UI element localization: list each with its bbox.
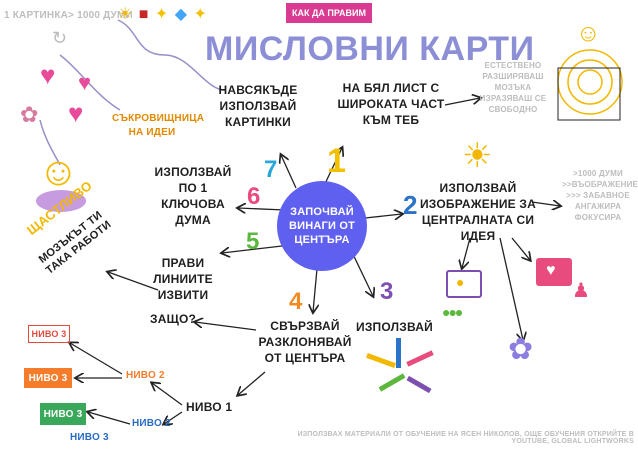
branch-text-1: На бял лист с широката част към теб	[337, 81, 445, 127]
arrow-presenter	[511, 237, 530, 260]
arrow-level2b	[164, 411, 183, 424]
curve-left-2	[39, 119, 61, 166]
level-3-box-orange: ниво 3	[24, 368, 72, 388]
lightbulb-icon: ● ●●●	[440, 270, 484, 324]
diamond-icon: ◆	[174, 6, 189, 23]
arrow-7	[281, 155, 297, 189]
level-3-box-green: ниво 3	[40, 403, 86, 425]
branch-number-4: 4	[289, 288, 303, 315]
sparkle-icon: ✦	[193, 6, 208, 23]
presenter-icon: ♥ ♟	[532, 258, 590, 308]
arrow-note-2	[531, 202, 560, 206]
refresh-icon: ↻	[52, 28, 68, 48]
sun-icon: ☀	[462, 137, 493, 175]
level-2-label-a: ниво 2	[126, 370, 165, 381]
sparkle-icon: ✦	[154, 6, 170, 23]
footer-credit: Използвах материали от обучение на Ясен …	[297, 431, 634, 445]
arrow-brain-works	[108, 272, 159, 291]
branch-text-2: Използвай изображение за централната си …	[419, 181, 537, 243]
arrow-brain	[499, 237, 523, 340]
central-circle	[277, 181, 367, 271]
branch-text-4: Свързвай разклонявай от центъра	[258, 319, 352, 365]
arrow-lightbulb	[462, 237, 471, 268]
section-tag: КАК ДА ПРАВИМ	[286, 3, 372, 23]
arrow-2	[364, 214, 402, 218]
book-icon: ■	[138, 6, 150, 23]
heart-icon: ♥	[68, 98, 84, 128]
level-3-label-blue: ниво 3	[70, 432, 109, 443]
blank-sheet	[557, 67, 621, 121]
branch-number-7: 7	[264, 156, 278, 183]
arrow-why	[195, 322, 257, 331]
cloud-icon	[36, 190, 86, 212]
level-3-box-red: ниво 3	[28, 325, 70, 343]
branch-number-5: 5	[246, 228, 260, 255]
sun-icon: ☀	[118, 6, 134, 23]
pencils-icon	[366, 338, 436, 408]
central-idea: Започвай винаги от центъра	[288, 206, 355, 246]
branch-number-3: 3	[380, 278, 394, 305]
branch-number-6: 6	[247, 183, 261, 210]
brain-icon: ✿	[20, 102, 39, 127]
level-2-label-b: ниво 2	[132, 418, 171, 429]
arrow-level3c	[88, 412, 131, 425]
arrow-level2a	[152, 383, 183, 406]
branch-text-6: Използвай по 1 ключова дума	[154, 165, 232, 227]
heart-icon: ♥	[78, 70, 92, 95]
top-left-caption: 1 картинка> 1000 думи	[4, 10, 133, 21]
curve-top	[117, 19, 226, 91]
arrow-note-1	[444, 98, 480, 106]
arrow-6	[238, 208, 286, 210]
branch-text-7: Навсякъде използвай картинки	[218, 83, 298, 129]
branch-note-1: естествено разширяваш мозъка изразяваш с…	[479, 61, 547, 114]
branch-text-3: Използвай	[356, 320, 433, 334]
smiley-icon: ☺	[38, 150, 79, 194]
arrow-5	[222, 245, 283, 253]
branch-number-1: 1	[327, 142, 347, 180]
target-rings	[557, 49, 623, 115]
emoji-row: ☀ ■ ✦ ◆ ✦	[118, 4, 208, 24]
branch-note-2: >1000 думи >>въображение >>> забавное ан…	[562, 169, 638, 222]
brain-icon: ✿	[508, 333, 534, 366]
why-label: Защо?	[150, 312, 197, 326]
curve-left-1	[59, 54, 121, 111]
level-1-label: ниво 1	[186, 400, 233, 414]
branch-text-5: Прави линиите извити	[153, 256, 213, 302]
arrow-level3a	[70, 343, 123, 375]
arrow-level1	[238, 371, 266, 395]
heart-icon: ♥	[40, 60, 56, 90]
smiley-icon: ☺	[576, 20, 601, 47]
treasury-label: Съкровищница на идеи	[112, 113, 205, 138]
page-title: МИСЛОВНИ КАРТИ	[205, 30, 535, 68]
branch-number-2: 2	[403, 190, 418, 220]
